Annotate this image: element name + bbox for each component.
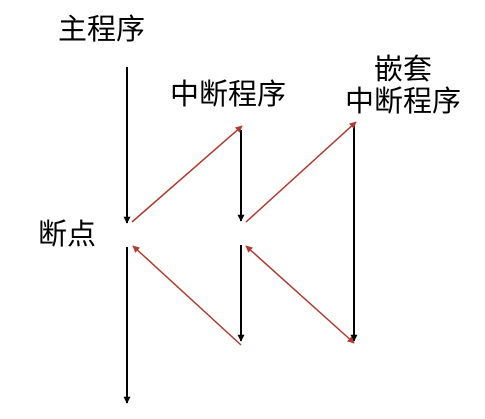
return-to-main-arrow (132, 245, 242, 346)
nested-interrupt-label-line2: 中断程序 (344, 84, 461, 118)
nested-link-double-arrow (245, 245, 355, 344)
interrupt-program-label: 中断程序 (170, 77, 287, 111)
nested-interrupt-label: 嵌套 中断程序 (336, 53, 470, 117)
breakpoint-label: 断点 (38, 217, 97, 251)
nested-interrupt-label-line1: 嵌套 (373, 52, 432, 86)
jump-to-isr-arrow (131, 125, 243, 223)
main-program-label: 主程序 (58, 12, 146, 46)
jump-to-nested-isr-arrow (245, 121, 357, 223)
